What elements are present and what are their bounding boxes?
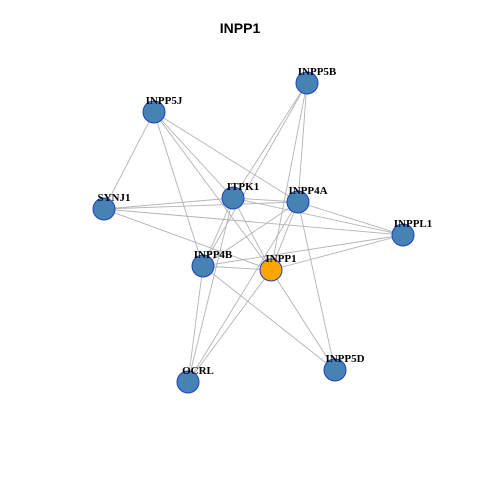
node-circle-ocrl[interactable] [176, 370, 200, 394]
node-inpp5d[interactable]: INPP5D [323, 353, 365, 382]
node-circle-inpp4b[interactable] [191, 254, 215, 278]
edge-inpp4a-ocrl [187, 201, 299, 383]
node-circle-inppl1[interactable] [391, 223, 415, 247]
node-inpp5b[interactable]: INPP5B [295, 66, 337, 95]
node-label-itpk1: ITPK1 [227, 181, 259, 193]
node-label-inpp4b: INPP4B [194, 249, 233, 261]
node-inpp4a[interactable]: INPP4A [286, 185, 328, 214]
node-label-synj1: SYNJ1 [97, 192, 130, 204]
edge-itpk1-inppl1 [232, 197, 404, 236]
node-label-inpp5d: INPP5D [325, 353, 364, 365]
node-circle-itpk1[interactable] [221, 186, 245, 210]
node-inpp5j[interactable]: INPP5J [142, 95, 183, 124]
edge-itpk1-inpp4b [202, 197, 234, 267]
node-circle-inpp4a[interactable] [286, 190, 310, 214]
edge-inpp5j-synj1 [103, 111, 155, 210]
edge-synj1-inpp4a [103, 201, 299, 210]
edge-inpp5b-itpk1 [232, 82, 308, 199]
edge-inpp4b-inpp5d [202, 265, 336, 371]
edge-itpk1-inpp1 [232, 197, 272, 271]
node-label-inppl1: INPPL1 [394, 218, 433, 230]
edge-synj1-itpk1 [103, 197, 234, 210]
node-inpp4b[interactable]: INPP4B [191, 249, 233, 278]
node-itpk1[interactable]: ITPK1 [221, 181, 259, 210]
node-label-inpp4a: INPP4A [288, 185, 327, 197]
node-label-inpp5b: INPP5B [298, 66, 337, 78]
node-inppl1[interactable]: INPPL1 [391, 218, 433, 247]
edge-inpp4a-inpp4b [202, 201, 299, 267]
node-label-ocrl: OCRL [182, 365, 214, 377]
node-label-inpp1: INPP1 [265, 253, 296, 265]
edge-inpp4b-ocrl [187, 265, 204, 383]
edge-inpp1-ocrl [187, 269, 272, 383]
edge-inpp5j-inpp4a [153, 111, 299, 203]
edge-inpp1-inppl1 [270, 234, 404, 271]
edge-inpp5b-inpp4b [202, 82, 308, 267]
node-label-inpp5j: INPP5J [146, 95, 183, 107]
edge-inpp4b-inppl1 [202, 234, 404, 267]
node-ocrl[interactable]: OCRL [176, 365, 214, 394]
edge-inpp4a-inpp1 [270, 201, 299, 271]
node-inpp1[interactable]: INPP1 [259, 253, 297, 282]
edge-inpp5j-inpp4b [153, 111, 204, 267]
node-circle-inpp5j[interactable] [142, 100, 166, 124]
node-circle-synj1[interactable] [92, 197, 116, 221]
node-circle-inpp1[interactable] [259, 258, 283, 282]
edge-inpp5b-inpp4a [297, 82, 308, 203]
edge-inpp5b-inpp1 [270, 82, 308, 271]
node-circle-inpp5b[interactable] [295, 71, 319, 95]
edge-itpk1-ocrl [187, 197, 234, 383]
edge-inpp5j-itpk1 [153, 111, 234, 199]
edge-inpp4a-inpp5d [297, 201, 336, 371]
edge-synj1-inppl1 [103, 208, 404, 236]
edges-layer [103, 82, 404, 383]
edge-inpp4a-inppl1 [297, 201, 404, 236]
nodes-layer: INPP5B INPP5J ITPK1 INPP4A SYNJ1INPPL1INPP4B… [92, 66, 433, 394]
graph-title: INPP1 [219, 20, 261, 36]
node-circle-inpp5d[interactable] [323, 358, 347, 382]
edge-inpp5j-inpp1 [153, 111, 272, 271]
edge-inpp1-inpp5d [270, 269, 336, 371]
node-synj1[interactable]: SYNJ1 [92, 192, 131, 221]
